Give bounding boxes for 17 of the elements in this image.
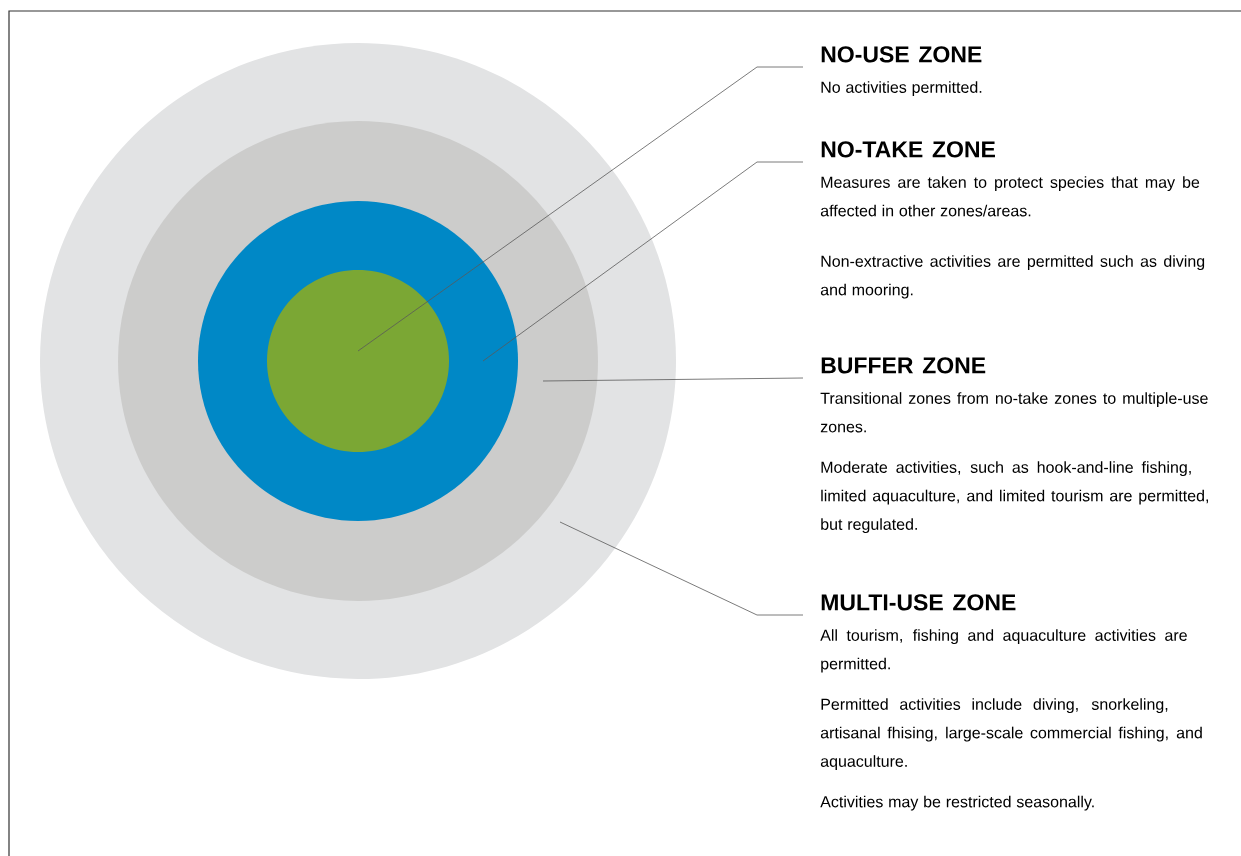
description-text: Transitional zones from no-take zones to multiple-use zones.	[820, 392, 1208, 433]
zone-circle	[267, 270, 449, 452]
description-text: Moderate activities, such as hook-and-line fishing, limited aquaculture, and limited tourism are permitted, but regulated.	[821, 461, 1208, 534]
description-text: Activities may be restricted seasonally.	[820, 795, 1094, 811]
description-text: No activities permitted.	[821, 81, 982, 97]
description-text: All tourism, fishing and aquaculture activities are permitted.	[820, 629, 1187, 673]
zone-heading: NO-TAKE ZONE	[821, 141, 995, 158]
zone-heading: MULTI-USE ZONE	[821, 594, 1016, 611]
leader-line	[542, 377, 804, 382]
description-text: Non-extractive activities are permitted such as diving and mooring.	[820, 255, 1205, 299]
leader-line	[357, 66, 804, 352]
leader-line	[559, 521, 804, 616]
zone-heading: NO-USE ZONE	[821, 46, 982, 63]
description-text: Permitted activities include diving, snorkeling, artisanal fhising, large-scale commercial fishing, and aquaculture.	[820, 698, 1202, 771]
description-text: Measures are taken to protect species that may be affected in other zones/areas.	[820, 176, 1200, 217]
zone-heading: BUFFER ZONE	[821, 357, 986, 374]
leader-line	[482, 161, 804, 362]
